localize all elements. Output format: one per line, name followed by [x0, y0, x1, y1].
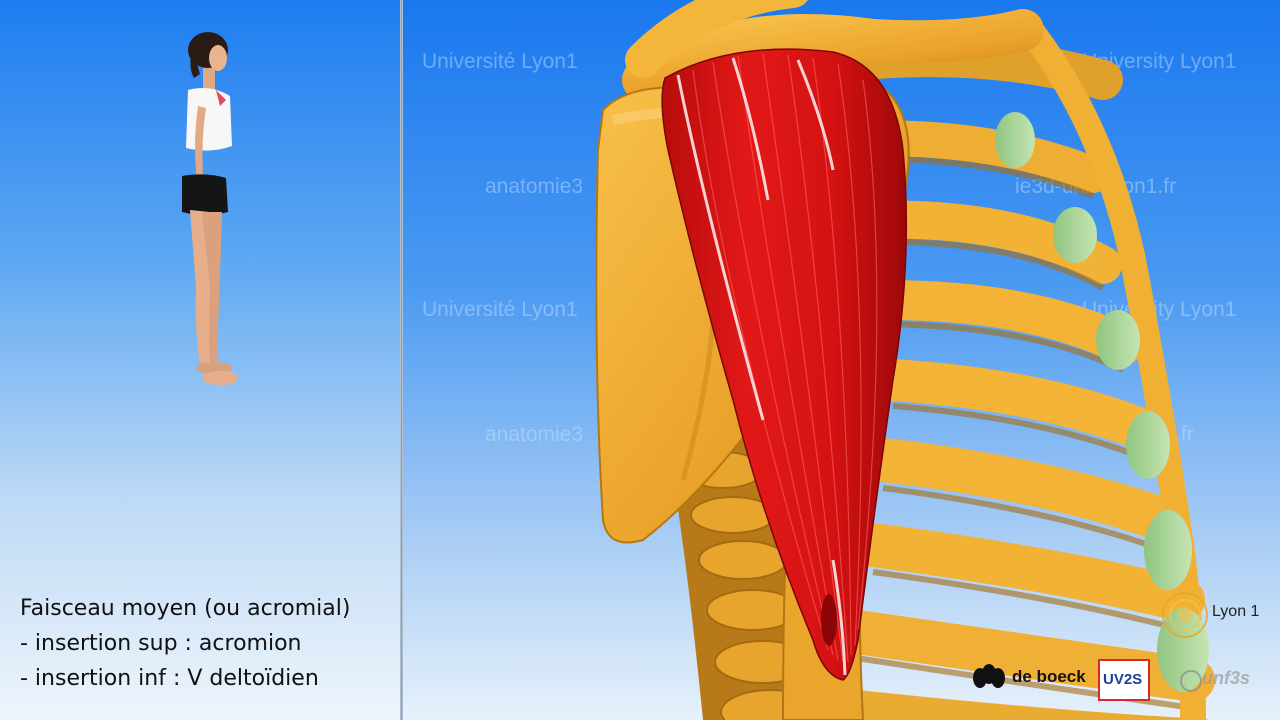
caption-insertion-inf: - insertion inf : V deltoïdien [20, 666, 319, 691]
deboeck-logo-icon [972, 664, 1006, 694]
caption-insertion-sup: - insertion sup : acromion [20, 631, 302, 656]
lyon1-logo-text: Lyon 1 [1212, 603, 1260, 620]
caption-title: Faisceau moyen (ou acromial) [20, 596, 351, 621]
human-figure-icon [170, 28, 250, 393]
lyon1-logo [1160, 590, 1210, 644]
watermark-univ-fr-2: Université Lyon1 [422, 298, 578, 321]
anatomy-viewport: Université Lyon1 University Lyon1 anatom… [403, 0, 1280, 720]
panel-divider [400, 0, 403, 720]
uvs-logo: UV2S [1098, 659, 1150, 701]
watermark-univ-en: University Lyon1 [1082, 50, 1237, 73]
deboeck-logo-text: de boeck [1012, 667, 1086, 686]
unf3s-logo-text: unf3s [1202, 668, 1251, 688]
uvs-logo-text: UV2S [1103, 671, 1143, 688]
watermark-univ-fr: Université Lyon1 [422, 50, 578, 73]
watermark-site: anatomie3 [485, 175, 584, 198]
watermark-site-2: anatomie3 [485, 423, 584, 446]
unf3s-logo: unf3s [1176, 662, 1266, 702]
left-panel: Faisceau moyen (ou acromial) - insertion… [0, 0, 400, 720]
watermark-site-right-2: .fr [1175, 423, 1194, 446]
shoulder-anatomy-illustration [403, 0, 1280, 720]
